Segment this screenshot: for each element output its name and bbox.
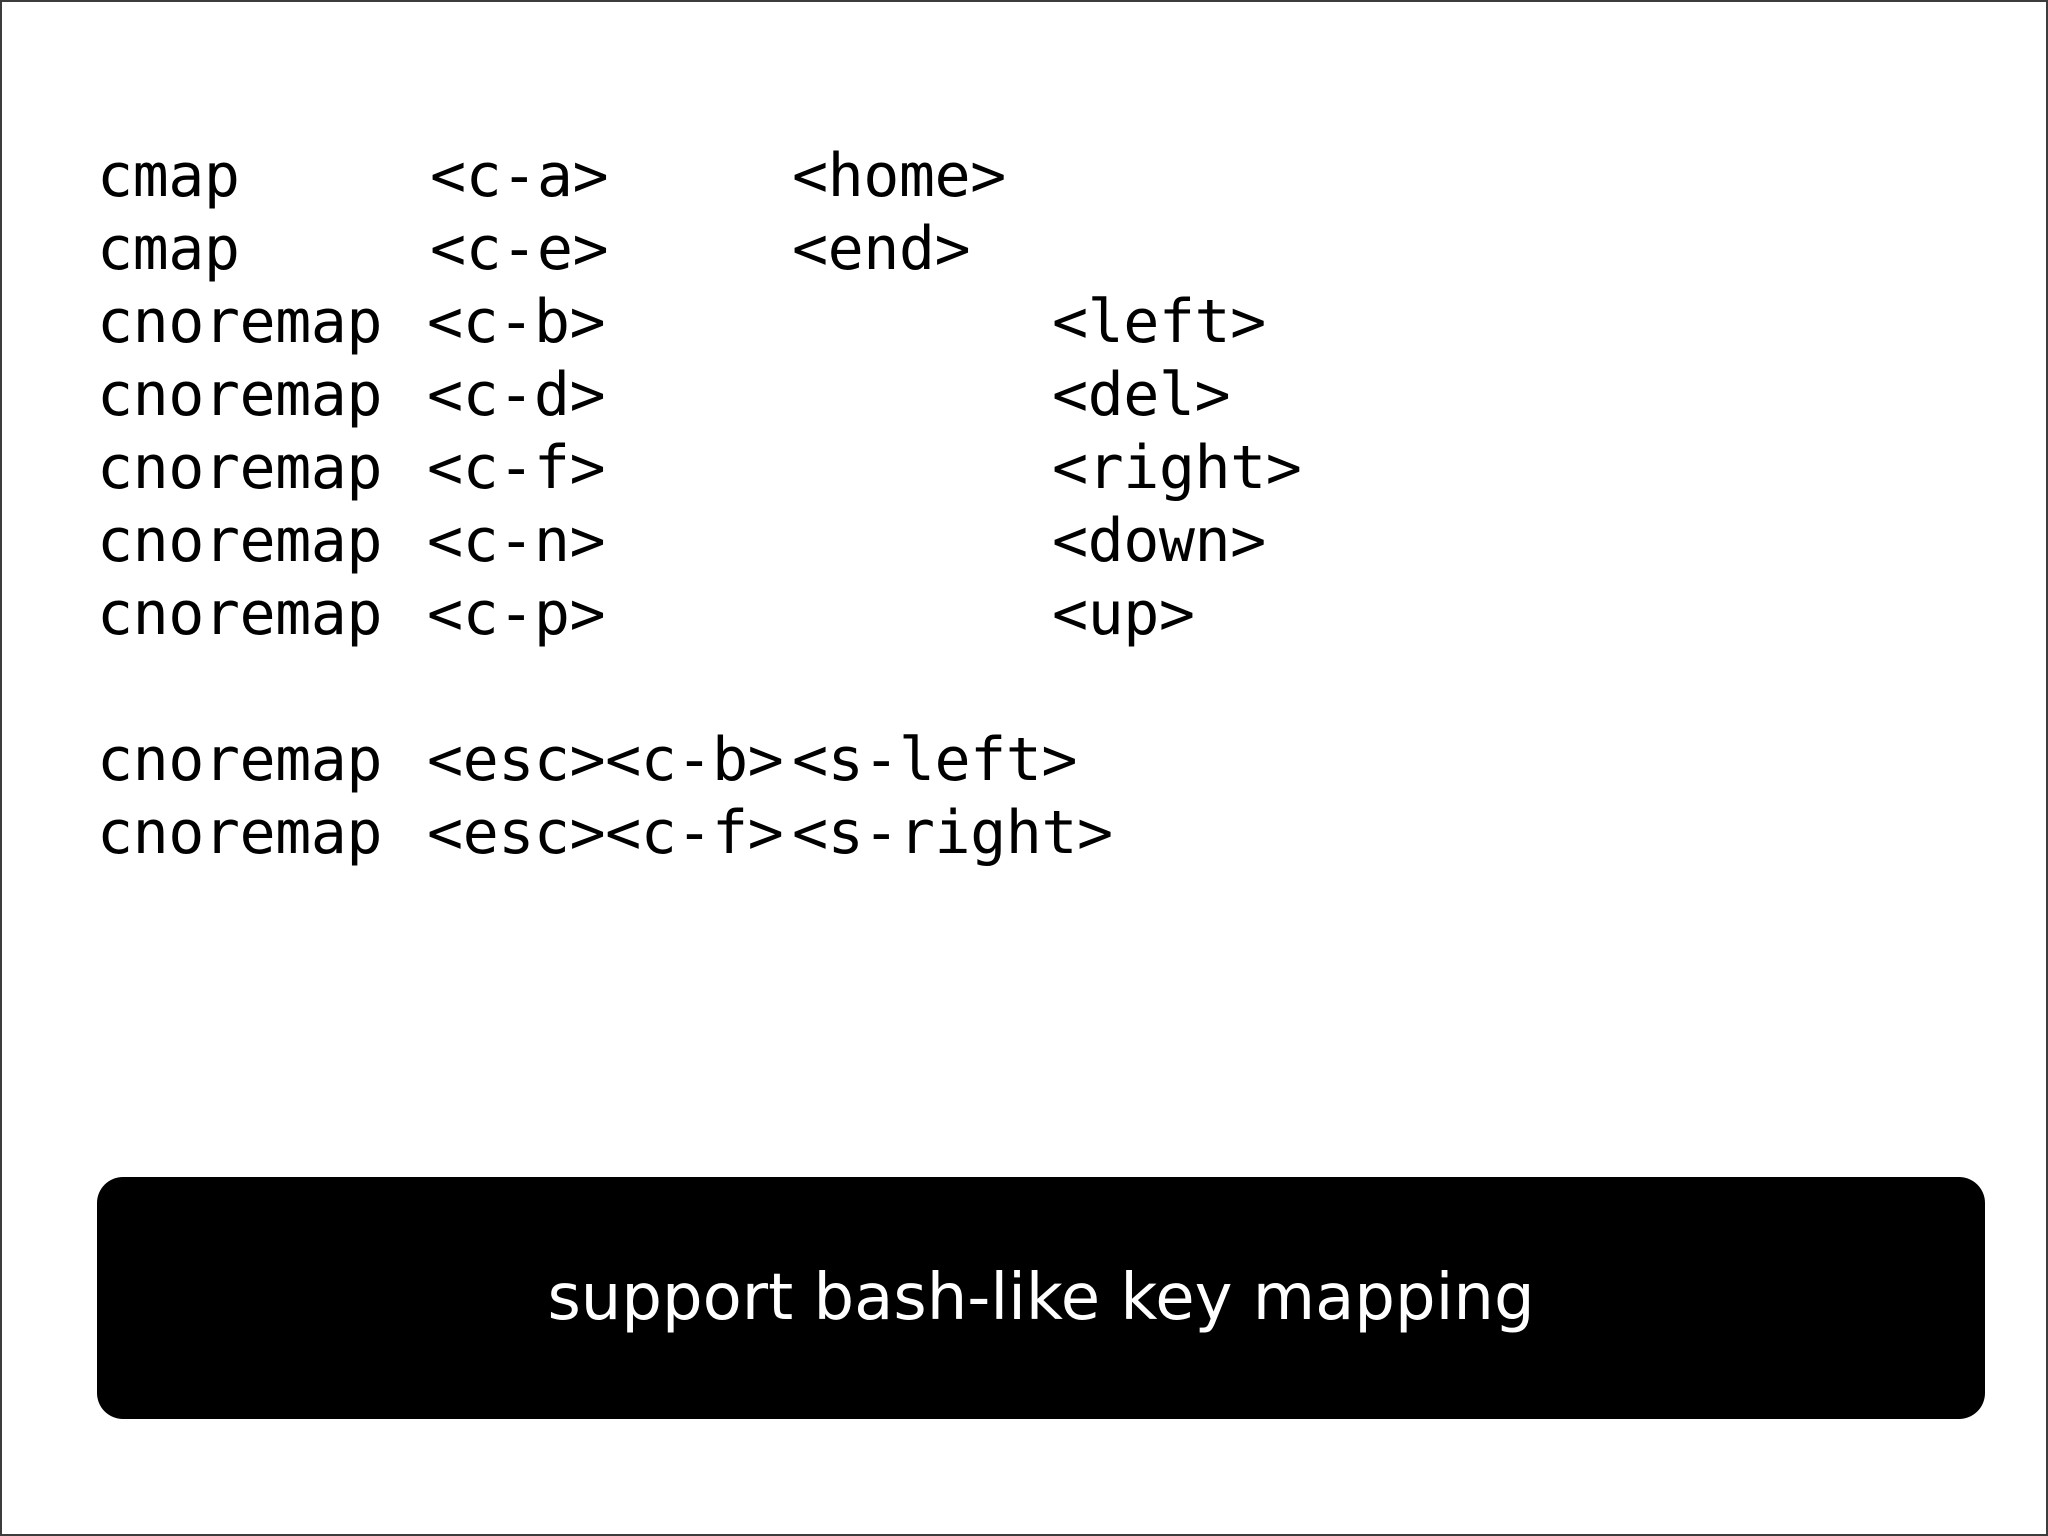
code-line: cnoremap <c-p> <up>	[97, 578, 1997, 651]
mapping-command: cnoremap	[97, 725, 382, 795]
code-listing: cmap <c-a> <home> cmap <c-e> <end> cnoremap <c-…	[97, 140, 1997, 870]
code-line: cnoremap <c-n> <down>	[97, 505, 1997, 578]
mapping-action: <down>	[1052, 506, 1266, 576]
mapping-key: <c-b>	[427, 287, 606, 357]
mapping-action: <s-right>	[792, 798, 1113, 868]
mapping-command: cnoremap	[97, 579, 382, 649]
code-line: cmap <c-a> <home>	[97, 140, 1997, 213]
mapping-command: cnoremap	[97, 287, 382, 357]
mapping-action: <up>	[1052, 579, 1195, 649]
code-line: cnoremap <esc><c-b><s-left>	[97, 724, 1997, 797]
mapping-key: <esc><c-b>	[427, 725, 784, 795]
code-line: cnoremap <c-b> <left>	[97, 286, 1997, 359]
mapping-action: <del>	[1052, 360, 1231, 430]
mapping-key: <c-e>	[430, 214, 609, 284]
mapping-command: cnoremap	[97, 433, 382, 503]
mapping-key: <esc><c-f>	[427, 798, 784, 868]
mapping-key: <c-p>	[427, 579, 606, 649]
mapping-command: cmap	[97, 141, 240, 211]
code-line-blank	[97, 651, 1997, 724]
mapping-key: <c-f>	[427, 433, 606, 503]
mapping-action: <end>	[792, 214, 971, 284]
mapping-command: cnoremap	[97, 506, 382, 576]
mapping-action: <home>	[792, 141, 1006, 211]
mapping-command: cmap	[97, 214, 240, 284]
banner-text: support bash-like key mapping	[547, 1261, 1535, 1335]
mapping-action: <left>	[1052, 287, 1266, 357]
mapping-command: cnoremap	[97, 360, 382, 430]
mapping-action: <right>	[1052, 433, 1302, 503]
callout-banner: support bash-like key mapping	[97, 1177, 1985, 1419]
code-line: cnoremap <esc><c-f><s-right>	[97, 797, 1997, 870]
mapping-key: <c-n>	[427, 506, 606, 576]
mapping-action: <s-left>	[792, 725, 1077, 795]
mapping-key: <c-d>	[427, 360, 606, 430]
code-line: cmap <c-e> <end>	[97, 213, 1997, 286]
mapping-command: cnoremap	[97, 798, 382, 868]
code-line: cnoremap <c-d> <del>	[97, 359, 1997, 432]
code-line: cnoremap <c-f> <right>	[97, 432, 1997, 505]
mapping-key: <c-a>	[430, 141, 609, 211]
